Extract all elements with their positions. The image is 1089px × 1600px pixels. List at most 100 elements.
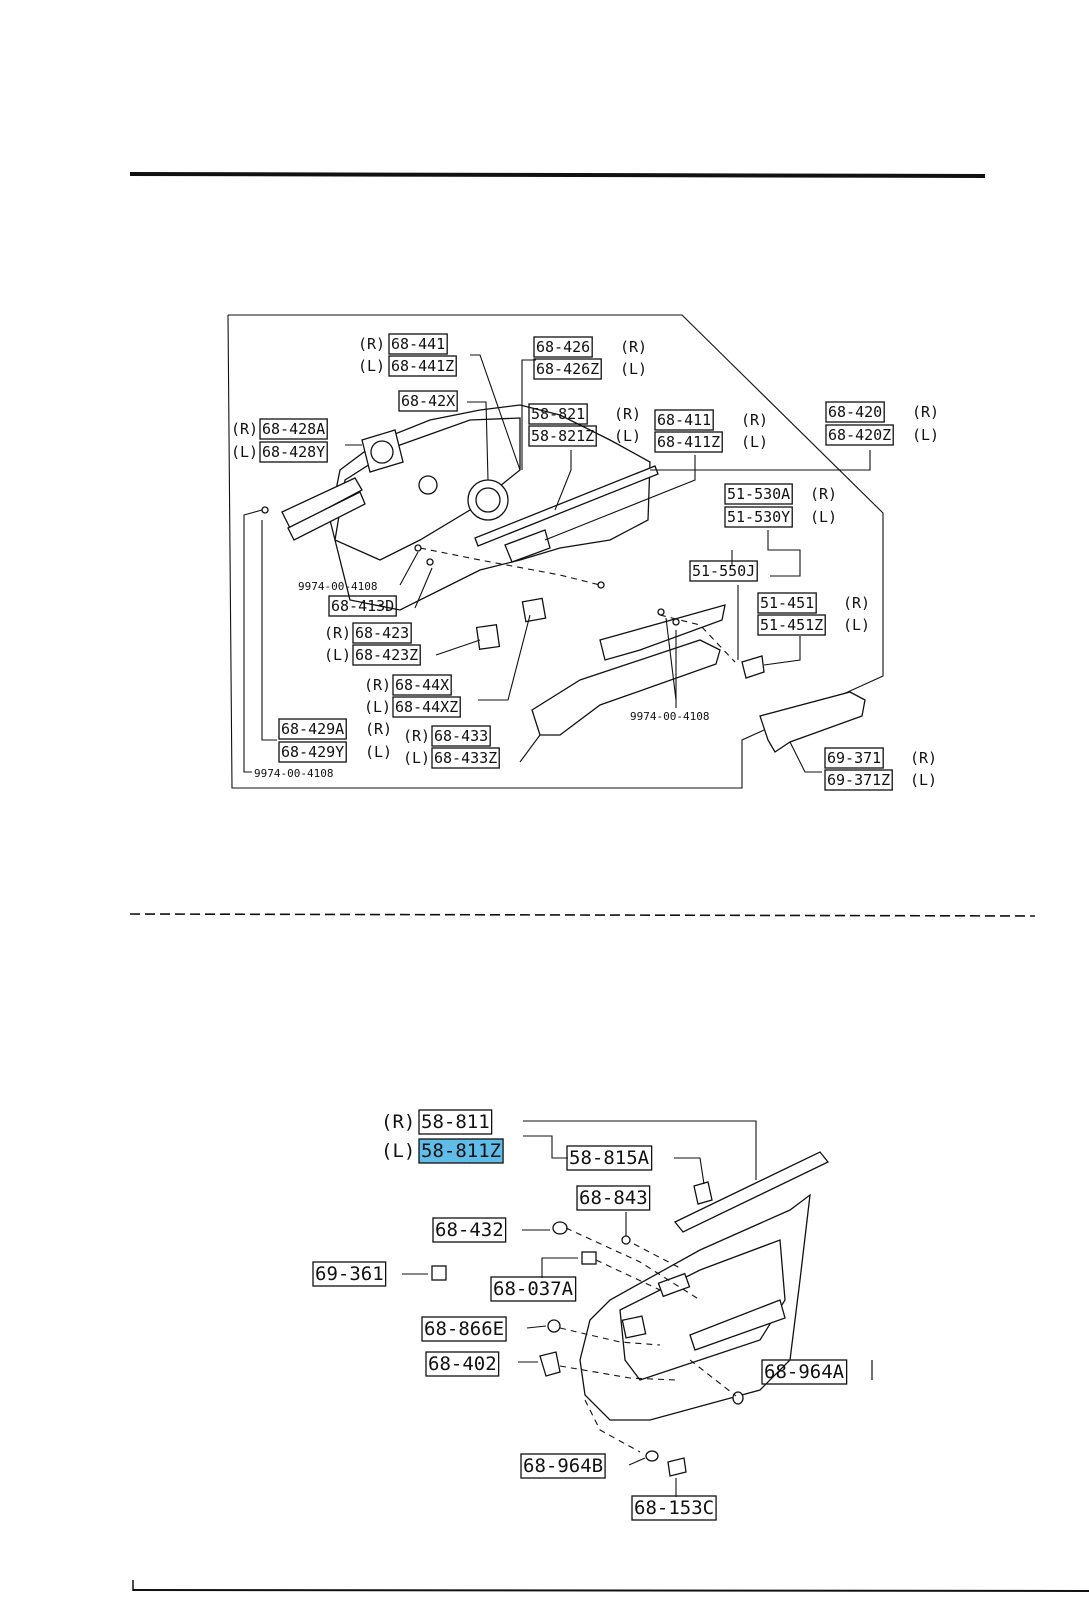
part-label-b2: 58-811 [421, 1111, 490, 1133]
leader-68-423 [435, 639, 481, 656]
part-label-l21: (L) [912, 426, 939, 444]
part-label-l16: 68-411Z [657, 433, 720, 451]
switch-bezel-2 [521, 597, 547, 623]
part-label-s1: 9974-00-4108 [298, 580, 377, 593]
part-label-l7: 68-426Z [536, 360, 599, 378]
part-label-l34: 51-451Z [760, 616, 823, 634]
part-label-l12: 58-821Z [531, 427, 594, 445]
part-box-b6 [576, 1185, 651, 1211]
part-label-b12: 68-964A [764, 1361, 845, 1383]
speaker-hole [418, 475, 438, 495]
middle-dashed-rule [129, 913, 1036, 917]
part-label-b1: (R) [381, 1111, 415, 1133]
bottom-pocket [689, 1299, 786, 1351]
part-label-l54: 69-371Z [827, 771, 890, 789]
part-label-l48: (R) [403, 727, 430, 745]
part-box-l30 [689, 560, 758, 582]
part-box-l4 [388, 355, 457, 377]
part-box-b12 [761, 1359, 848, 1385]
screw-6 [261, 506, 269, 514]
bottom-dash-2 [595, 1259, 661, 1291]
fastener-68-866E [547, 1319, 561, 1333]
part-label-l2: 68-441 [391, 335, 445, 353]
part-box-b11 [425, 1351, 500, 1377]
top-label-layer: (R)68-441(L)68-441Z68-426(R)68-426Z(L)68… [231, 333, 939, 791]
leader-68-433 [519, 734, 541, 763]
part-label-b6: 68-843 [579, 1187, 648, 1209]
part-box-l20 [825, 424, 894, 446]
part-box-l2 [388, 333, 448, 355]
part-box-l46 [278, 741, 347, 763]
part-label-b11: 68-402 [428, 1353, 497, 1375]
part-box-l41 [392, 674, 452, 696]
top-section-rule [129, 172, 986, 178]
leader-69-371 [789, 741, 822, 773]
part-label-l51: 68-433Z [434, 749, 497, 767]
bottom-trim-inner [619, 1239, 786, 1381]
part-box-b7 [432, 1217, 507, 1243]
part-label-l23: 68-428A [262, 420, 325, 438]
leader-58-821 [554, 450, 572, 511]
bleader-68-964B [628, 1457, 646, 1466]
part-label-l36: (R) [324, 624, 351, 642]
bottom-dash-6 [689, 1359, 737, 1397]
part-label-b9: 68-037A [493, 1278, 574, 1300]
part-label-l20: 68-420Z [828, 426, 891, 444]
part-label-l52: 69-371 [827, 749, 881, 767]
part-label-l42: (L) [364, 698, 391, 716]
part-box-b4 [418, 1138, 504, 1164]
part-box-l32 [757, 592, 817, 614]
part-label-l3: (L) [358, 357, 385, 375]
part-label-l38: (L) [324, 646, 351, 664]
fastener-68-964B [645, 1450, 659, 1462]
part-label-l40: (R) [364, 676, 391, 694]
part-label-l41: 68-44X [395, 676, 449, 694]
switch-bezel [475, 623, 501, 651]
part-label-l26: 51-530A [727, 485, 790, 503]
part-box-l7 [533, 358, 602, 380]
part-label-l53: (R) [910, 749, 937, 767]
part-label-l43: 68-44XZ [395, 698, 458, 716]
part-label-l6: (R) [620, 338, 647, 356]
part-label-l8: (L) [620, 360, 647, 378]
part-label-l55: (L) [910, 771, 937, 789]
part-label-b13: 68-964B [523, 1455, 603, 1477]
part-box-l14 [654, 409, 714, 431]
bottom-dash-4 [559, 1365, 676, 1381]
part-box-l10 [528, 403, 588, 425]
part-label-l24: (L) [231, 443, 258, 461]
part-box-l18 [825, 401, 885, 423]
part-label-l18: 68-420 [828, 403, 882, 421]
bottom-dash-5 [633, 1243, 681, 1269]
part-label-b10: 68-866E [424, 1318, 504, 1340]
top-diagram [227, 314, 884, 789]
part-label-l46: 68-429Y [281, 743, 344, 761]
part-label-l17: (L) [741, 433, 768, 451]
part-box-l28 [724, 506, 793, 528]
fastener-68-432 [552, 1221, 568, 1235]
part-label-l22: (R) [231, 420, 258, 438]
part-box-l37 [352, 622, 412, 644]
leader-9974-a [399, 551, 419, 586]
bleader-68-037A [541, 1257, 578, 1278]
leader-68-441 [470, 354, 521, 471]
bleader-68-866E [526, 1325, 547, 1329]
speaker-grille-inner [475, 487, 501, 513]
part-label-l15: (R) [741, 411, 768, 429]
part-box-b8 [312, 1261, 387, 1287]
part-box-b14 [631, 1495, 717, 1521]
part-label-b4: 58-811Z [421, 1140, 501, 1162]
part-label-l30: 51-550J [692, 562, 755, 580]
bottom-diagram [402, 1120, 873, 1497]
speaker-cover-ring [370, 440, 394, 464]
part-label-l29: (L) [810, 508, 837, 526]
part-label-l19: (R) [912, 403, 939, 421]
leader-51-451 [763, 636, 801, 666]
bottom-section-rule [132, 1589, 1089, 1592]
part-label-l35: (L) [843, 616, 870, 634]
part-label-l39: 68-423Z [355, 646, 418, 664]
leader-68-426 [521, 359, 536, 470]
part-box-l43 [392, 696, 461, 718]
